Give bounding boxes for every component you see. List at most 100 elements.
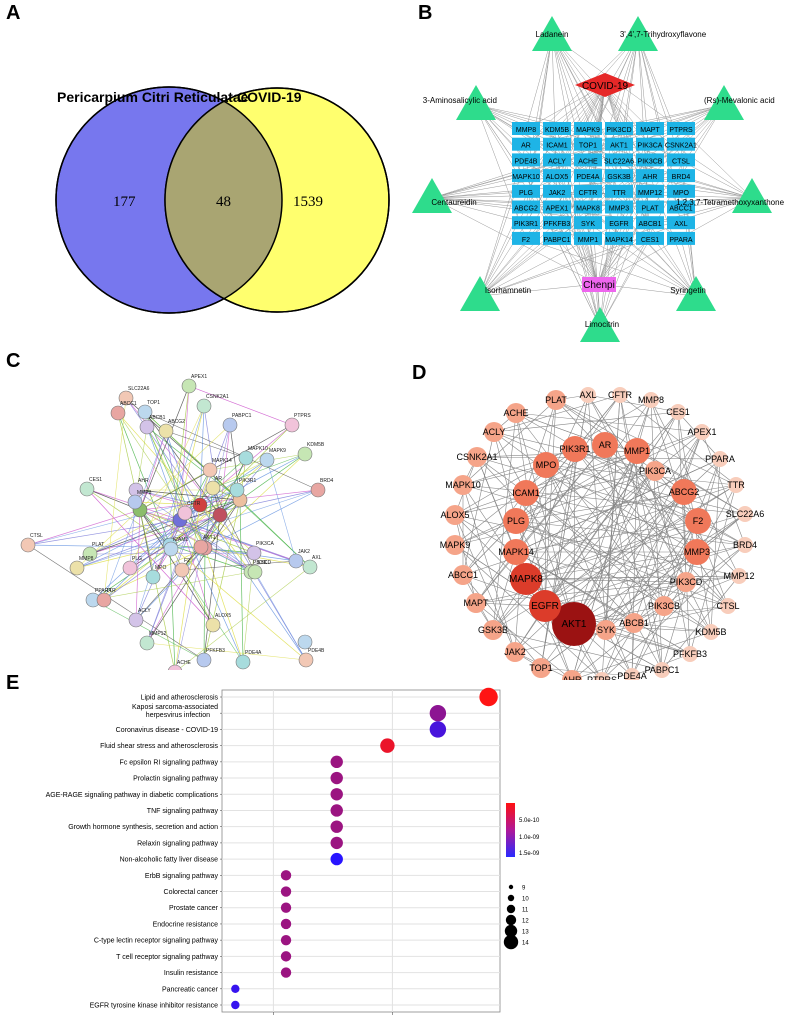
ppi-edge xyxy=(103,430,167,601)
ppi-edge xyxy=(27,509,141,546)
hub-node-label: APEX1 xyxy=(687,427,716,437)
hub-node xyxy=(552,602,596,646)
hub-edge xyxy=(525,448,576,580)
hub-node xyxy=(728,477,744,493)
ppi-node xyxy=(235,654,251,670)
hub-edge xyxy=(587,394,607,631)
target-node: ICAM1 xyxy=(543,137,571,151)
target-node-label: PLG xyxy=(519,190,533,197)
ppi-edge xyxy=(169,544,307,661)
target-node-box xyxy=(667,137,695,151)
hub-edge xyxy=(493,431,699,522)
category-label: TNF signaling pathway xyxy=(147,808,219,815)
data-point xyxy=(429,721,447,738)
target-node: SLC22A6 xyxy=(604,153,634,167)
hub-node-label: ABCB1 xyxy=(619,618,649,628)
ppi-edge xyxy=(76,514,221,569)
hub-node xyxy=(654,662,670,678)
hub-node-label: PLG xyxy=(507,516,525,526)
hub-node xyxy=(671,479,697,505)
ppi-node xyxy=(192,497,208,513)
hub-node-label: MAPK8 xyxy=(509,574,543,585)
target-node: MAPT xyxy=(636,122,664,135)
covid-node-label: COVID-19 xyxy=(582,81,629,92)
ppi-node-label: PDE4A xyxy=(245,650,262,656)
target-node-label: MAPK8 xyxy=(576,206,600,213)
hub-edge xyxy=(454,470,656,516)
hub-edge xyxy=(677,411,691,655)
compound-node xyxy=(580,307,620,342)
data-point xyxy=(330,755,343,769)
ppi-node xyxy=(158,423,174,439)
target-node-label: MMP1 xyxy=(578,237,598,244)
legend-color-tick: 1.0e-09 xyxy=(519,835,540,841)
ppi-node-label: MPO xyxy=(155,565,167,571)
target-node: MAPK10 xyxy=(512,169,540,183)
hub-edge xyxy=(573,491,685,625)
data-point xyxy=(231,1000,240,1010)
target-node: ACLY xyxy=(543,153,571,167)
hub-node-label: ICAM1 xyxy=(512,488,540,498)
hub-node-label: MAPK10 xyxy=(445,480,481,490)
target-node-box xyxy=(636,184,664,198)
ppi-edge xyxy=(135,405,205,621)
target-node-box xyxy=(605,137,633,151)
ppi-edge xyxy=(188,385,293,426)
target-node-box xyxy=(636,153,664,167)
network-edge xyxy=(618,35,639,177)
target-node: F2 xyxy=(512,231,540,245)
hub-edge xyxy=(525,520,699,580)
target-node: MMP3 xyxy=(605,200,633,214)
ppi-edge xyxy=(144,411,311,568)
network-edge xyxy=(556,238,601,328)
ppi-node-label: CSNK2A1 xyxy=(206,394,229,400)
target-node-box xyxy=(543,184,571,198)
hub-edge xyxy=(525,578,687,583)
hub-edge xyxy=(462,484,698,553)
ppi-node xyxy=(69,560,85,576)
hub-edge xyxy=(571,605,665,680)
target-node-box xyxy=(667,169,695,183)
ppi-node xyxy=(205,480,221,496)
hub-edge xyxy=(544,484,737,607)
hub-edge xyxy=(514,605,729,653)
target-node: MMP12 xyxy=(636,184,664,198)
ppi-edge xyxy=(103,514,221,601)
target-node: PIK3R1 xyxy=(512,216,540,230)
target-node: ABCB1 xyxy=(636,216,664,230)
network-edge xyxy=(556,238,599,285)
panel-letter-c: C xyxy=(6,350,21,372)
hub-edge xyxy=(573,431,703,625)
ppi-edge xyxy=(27,544,205,661)
hub-node xyxy=(624,668,640,680)
legend-color-tick: 5.0e-10 xyxy=(519,818,540,824)
panel-letter-e: E xyxy=(6,672,20,694)
ppi-node xyxy=(310,482,326,498)
hub-node xyxy=(694,424,710,440)
ppi-node-label: PPARA xyxy=(95,588,112,594)
ppi-edge xyxy=(92,599,205,661)
ppi-edge xyxy=(199,504,255,554)
ppi-node xyxy=(122,560,138,576)
ppi-node xyxy=(139,635,155,651)
chenpi-node xyxy=(582,277,616,292)
target-node-label: SLC22A6 xyxy=(604,158,634,165)
hub-node xyxy=(531,658,551,678)
target-node-box xyxy=(574,216,602,230)
target-node-label: GSK3B xyxy=(607,174,631,181)
target-node-box xyxy=(667,216,695,230)
hub-edge xyxy=(661,551,698,671)
hub-edge xyxy=(619,394,663,671)
network-edge xyxy=(479,160,527,297)
target-node-label: BRD4 xyxy=(672,174,691,181)
ppi-node-label: MMP12 xyxy=(149,631,166,637)
ppi-node xyxy=(212,507,228,523)
target-node-label: TTR xyxy=(612,190,626,197)
category-label: ErbB signaling pathway xyxy=(145,873,219,880)
target-node: AR xyxy=(512,137,540,151)
ppi-edge xyxy=(239,499,244,663)
compound-node xyxy=(676,276,716,311)
hub-edges xyxy=(454,394,746,680)
hub-edge xyxy=(462,448,576,486)
hub-node-label: AHR xyxy=(562,675,582,680)
